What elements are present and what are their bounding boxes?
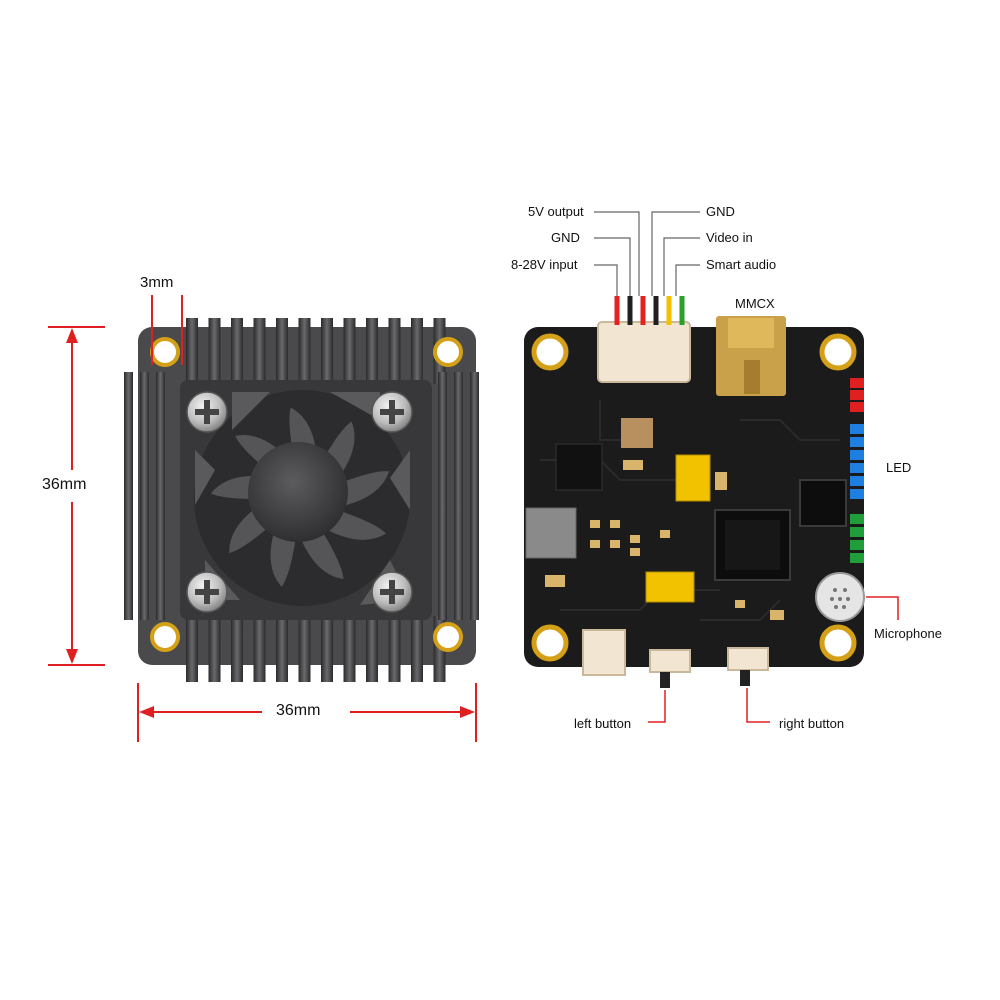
heatsink-fin: [366, 318, 378, 384]
wire-connector: [597, 321, 691, 383]
led: [850, 514, 864, 524]
heatsink-fin: [276, 616, 288, 682]
heatsink-fin: [470, 372, 479, 620]
main-processor-chip: [714, 509, 791, 581]
led: [850, 527, 864, 537]
fan-hub: [248, 442, 348, 542]
heatsink-fin: [411, 318, 423, 384]
heatsink-fin: [208, 318, 221, 384]
label-video-in: Video in: [706, 230, 753, 245]
heatsink-fin: [366, 616, 378, 682]
heatsink-fin: [388, 616, 401, 682]
heatsink-fin: [411, 616, 423, 682]
led: [850, 463, 864, 473]
heatsink-fin: [388, 318, 401, 384]
bottom-connector: [582, 629, 626, 676]
heatsink-fin: [454, 372, 463, 620]
width-dimension-label: 36mm: [272, 702, 325, 720]
heatsink-fin: [321, 616, 333, 682]
left-button-leader: [648, 690, 666, 723]
label-gnd-left: GND: [551, 230, 580, 245]
smd-components: [545, 460, 784, 620]
heatsink-fin: [186, 616, 198, 682]
led: [850, 476, 864, 486]
screw-icon: [371, 571, 413, 613]
pcb-mounting-holes: [531, 333, 857, 662]
heatsink-fin: [231, 616, 243, 682]
heatsink-fin: [438, 372, 447, 620]
led: [850, 489, 864, 499]
pin-leader-lines: [594, 211, 700, 296]
height-dimension-label: 36mm: [38, 476, 91, 494]
heatsink-fin: [124, 372, 133, 620]
heatsink-fin: [231, 318, 243, 384]
heatsink-fin: [140, 372, 149, 620]
mmcx-connector: [716, 316, 786, 396]
led-strip: [850, 378, 864, 563]
hole-offset-label: 3mm: [140, 274, 174, 291]
screw-icon: [186, 391, 228, 433]
heatsink-top-fins: [186, 318, 446, 384]
led: [850, 390, 864, 400]
regulator-chip: [555, 443, 603, 491]
inductor: [525, 507, 577, 559]
left-button-component: [649, 649, 691, 688]
heatsink-fin: [156, 372, 165, 620]
heatsink-fin: [208, 616, 221, 682]
heatsink-fin: [276, 318, 288, 384]
screw-icon: [186, 571, 228, 613]
heatsink-fin: [253, 318, 266, 384]
heatsink-fin: [298, 616, 311, 682]
led: [850, 402, 864, 412]
capacitor: [675, 454, 711, 502]
width-dimension-line: [137, 683, 477, 742]
secondary-chip: [799, 479, 847, 527]
heatsink-fin: [343, 616, 356, 682]
label-mmcx: MMCX: [735, 296, 775, 311]
screw-icon: [371, 391, 413, 433]
right-button-component: [727, 647, 769, 686]
heatsink-side-fins: [124, 372, 479, 620]
label-left-button: left button: [574, 716, 632, 731]
heatsink-fin: [186, 318, 198, 384]
heatsink-fin: [298, 318, 311, 384]
led: [850, 540, 864, 550]
capacitor: [621, 418, 653, 448]
heatsink-fin: [321, 318, 333, 384]
capacitor: [645, 571, 695, 603]
led: [850, 437, 864, 447]
led: [850, 553, 864, 563]
connector-wires: [614, 296, 685, 325]
microphone-component: [815, 572, 865, 622]
heatsink-fin: [343, 318, 356, 384]
height-dimension-line: [48, 326, 105, 666]
label-smart-audio: Smart audio: [706, 257, 777, 272]
label-microphone: Microphone: [874, 626, 942, 641]
hole-offset-indicator: [151, 295, 183, 365]
microphone-leader: [866, 596, 899, 620]
led: [850, 378, 864, 388]
label-power-input: 8-28V input: [511, 257, 578, 272]
mounting-holes: [150, 337, 463, 652]
label-led: LED: [886, 460, 912, 475]
label-gnd-top: GND: [706, 204, 735, 219]
led: [850, 450, 864, 460]
label-right-button: right button: [779, 716, 845, 731]
label-5v-output: 5V output: [528, 204, 584, 219]
heatsink-fin: [253, 616, 266, 682]
right-button-leader: [746, 688, 770, 723]
led: [850, 424, 864, 434]
